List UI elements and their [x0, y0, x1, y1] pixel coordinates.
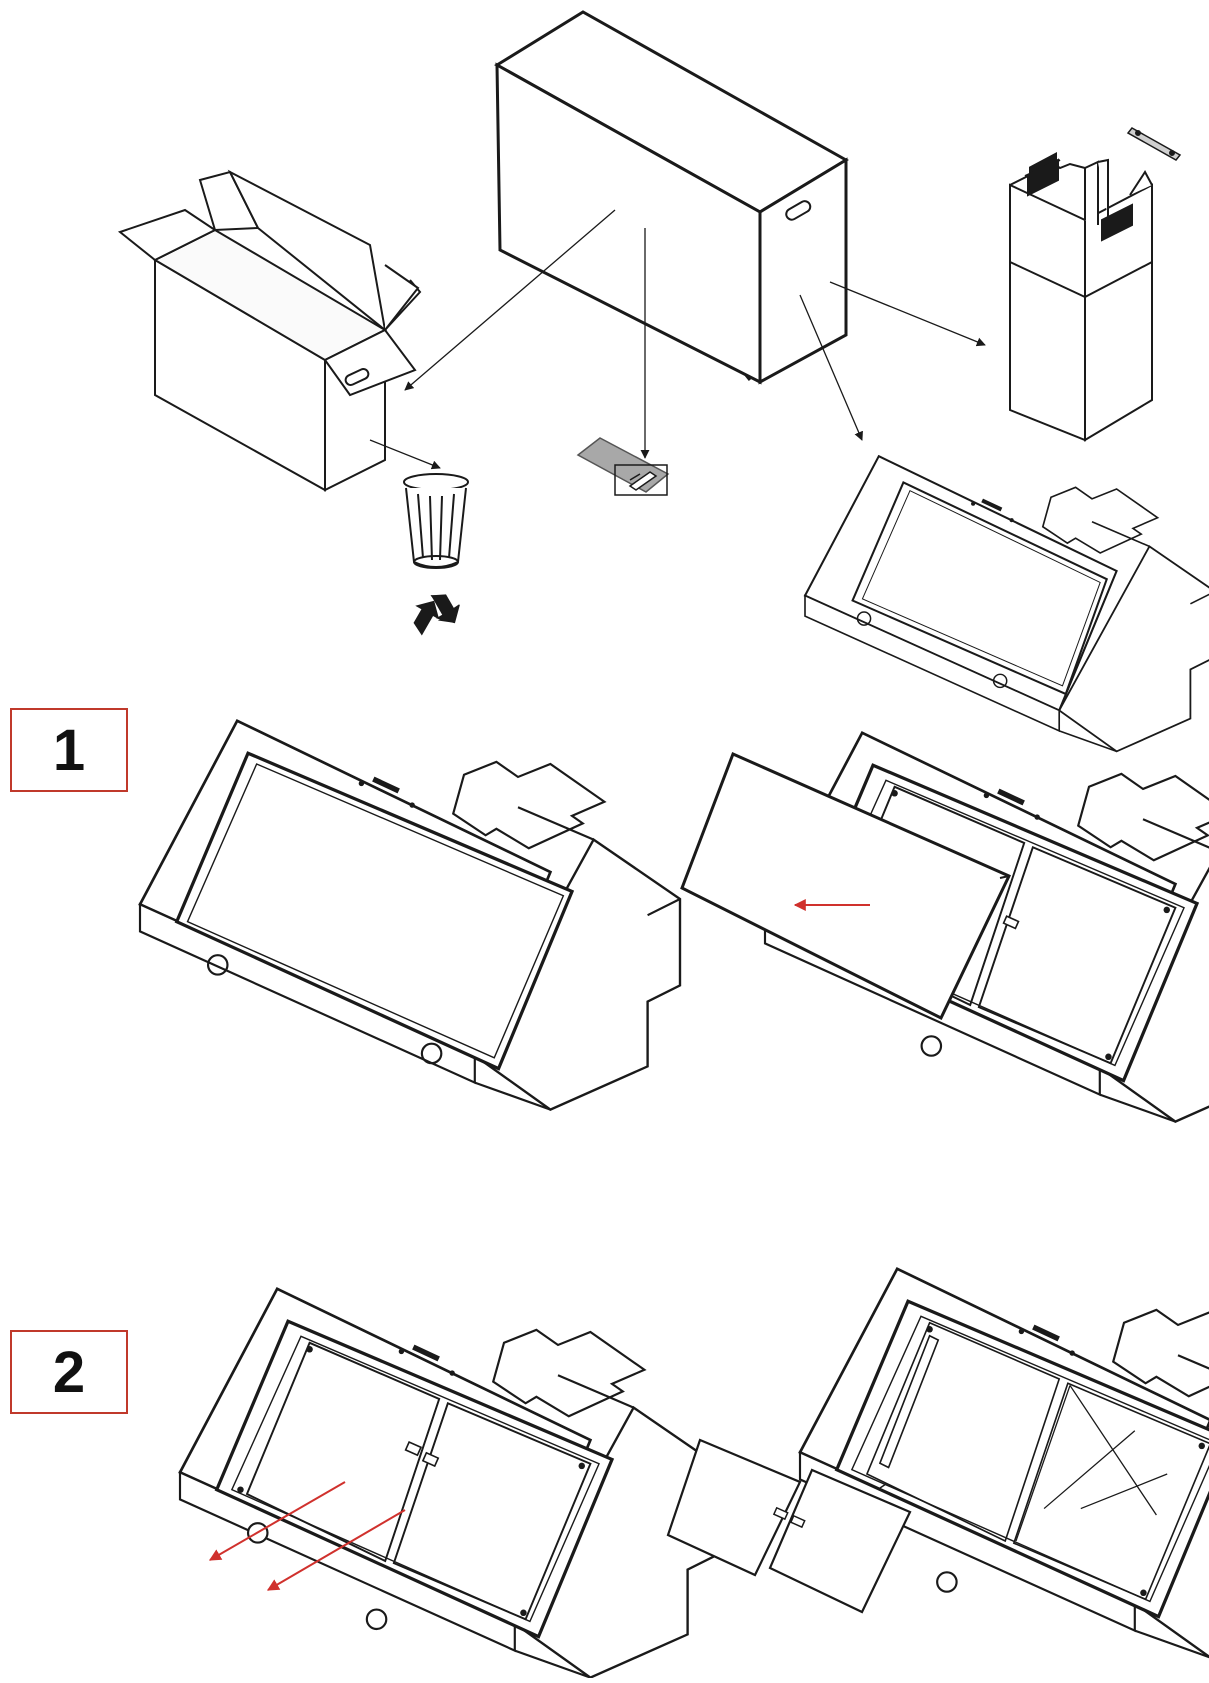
recycle-symbol-icon — [413, 594, 460, 636]
unbox-arrows — [369, 209, 986, 470]
step-number-2: 2 — [10, 1330, 128, 1414]
step2-hood-open — [798, 1267, 1209, 1659]
glass-panel — [680, 751, 1012, 1021]
step-number-1: 1 — [10, 708, 128, 792]
removed-filters — [666, 1438, 912, 1614]
step2-arrow-icon-2 — [266, 1509, 406, 1591]
closed-box-icon — [494, 10, 849, 385]
manual-icon — [576, 437, 670, 496]
recycle-bin-icon — [403, 473, 469, 569]
step2-arrow-icon-1 — [208, 1481, 346, 1561]
step1-hood-closed — [138, 719, 682, 1111]
open-box-icon — [117, 169, 422, 492]
cooker-hood-icon — [803, 455, 1209, 753]
chimney-icon — [1009, 127, 1182, 442]
step2-hood-filters — [178, 1287, 722, 1679]
